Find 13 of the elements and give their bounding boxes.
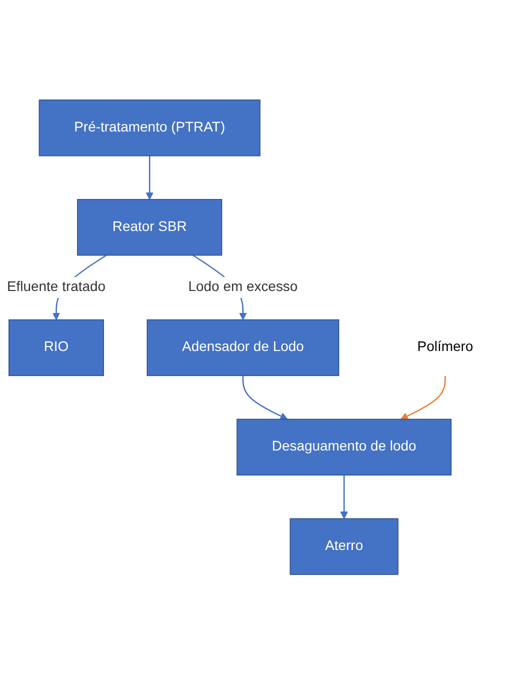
- edge-label: Efluente tratado: [6, 279, 106, 294]
- edge-label: Lodo em excesso: [188, 279, 298, 294]
- node-text: Polímero: [417, 340, 474, 354]
- node-box: Desaguamento de lodo: [236, 418, 452, 476]
- arrow: [242, 375, 288, 420]
- node-box: Aterro: [290, 518, 398, 575]
- node-box: RIO: [8, 319, 104, 376]
- node-box: Reator SBR: [77, 198, 222, 256]
- arrow: [146, 156, 154, 200]
- arrow: [400, 375, 446, 420]
- node-box: Adensador de Lodo: [146, 319, 340, 376]
- arrow: [340, 474, 348, 519]
- node-box: Pré-tratamento (PTRAT): [38, 99, 260, 156]
